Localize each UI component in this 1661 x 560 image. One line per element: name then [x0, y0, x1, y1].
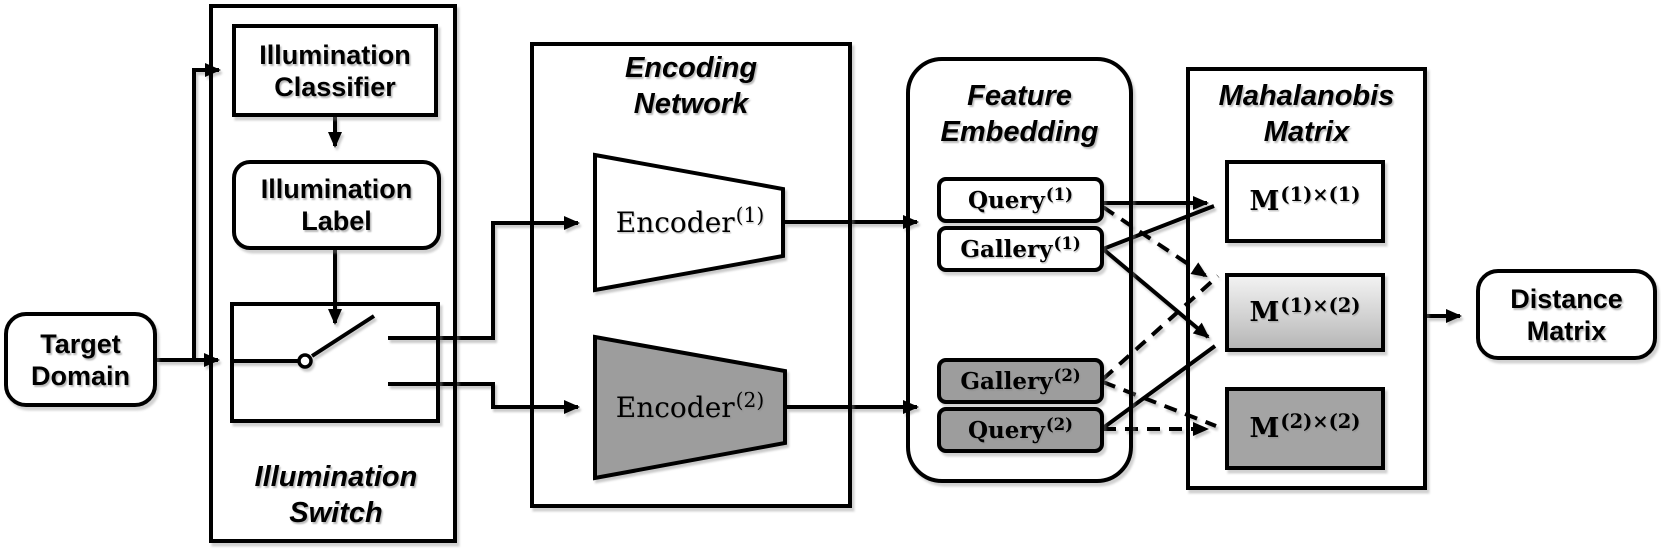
- illumination-switch-symbol-box: [230, 302, 440, 423]
- arrow-gallery1-to-m12: [1101, 247, 1210, 339]
- mahalanobis-title: Mahalanobis Matrix: [1218, 80, 1395, 148]
- illumination-classifier-box: Illumination Classifier: [232, 24, 438, 117]
- feature-embedding-title: Feature Embedding: [940, 80, 1099, 148]
- distance-matrix-box: Distance Matrix: [1476, 269, 1657, 360]
- m11-box: M(1)×(1): [1225, 160, 1385, 243]
- query2-box: Query(2): [937, 407, 1104, 453]
- target-domain-box: Target Domain: [4, 312, 157, 407]
- target-domain-label: Target Domain: [30, 328, 130, 391]
- encoder2-trapezoid: [593, 334, 787, 481]
- illumination-switch-container: [209, 4, 457, 543]
- dashed-line-gallery2-to-m12: [1101, 274, 1220, 381]
- encoder2-label: Encoder(2): [615, 387, 765, 424]
- arrow-switch-to-encoder1: [388, 216, 580, 340]
- query1-box: Query(1): [937, 177, 1104, 223]
- gallery1-box: Gallery(1): [937, 226, 1104, 272]
- encoding-network-title: Encoding Network: [624, 52, 758, 120]
- illumination-label-box: Illumination Label: [232, 160, 441, 250]
- mahalanobis-container: [1186, 67, 1427, 490]
- line-gallery1-to-m11: [1102, 204, 1215, 251]
- m12-box: M(1)×(2): [1225, 273, 1385, 352]
- gallery2-box: Gallery(2): [937, 358, 1104, 404]
- illumination-switch-caption: Illumination Switch: [254, 461, 418, 529]
- encoder1-trapezoid: [593, 152, 785, 293]
- switch-arm: [310, 314, 376, 358]
- m22-box: M(2)×(2): [1225, 387, 1385, 470]
- switch-pivot: [297, 353, 313, 369]
- encoder1-label: Encoder(1): [615, 202, 765, 239]
- encoding-network-container: [530, 42, 852, 508]
- feature-embedding-container: [906, 57, 1133, 483]
- illumination-classifier-label: Illumination Classifier: [259, 39, 411, 102]
- distance-matrix-label: Distance Matrix: [1510, 283, 1623, 346]
- illumination-label-label: Illumination Label: [260, 174, 413, 236]
- line-query2-to-m12: [1101, 344, 1217, 430]
- arrow-switch-to-encoder2: [388, 382, 580, 414]
